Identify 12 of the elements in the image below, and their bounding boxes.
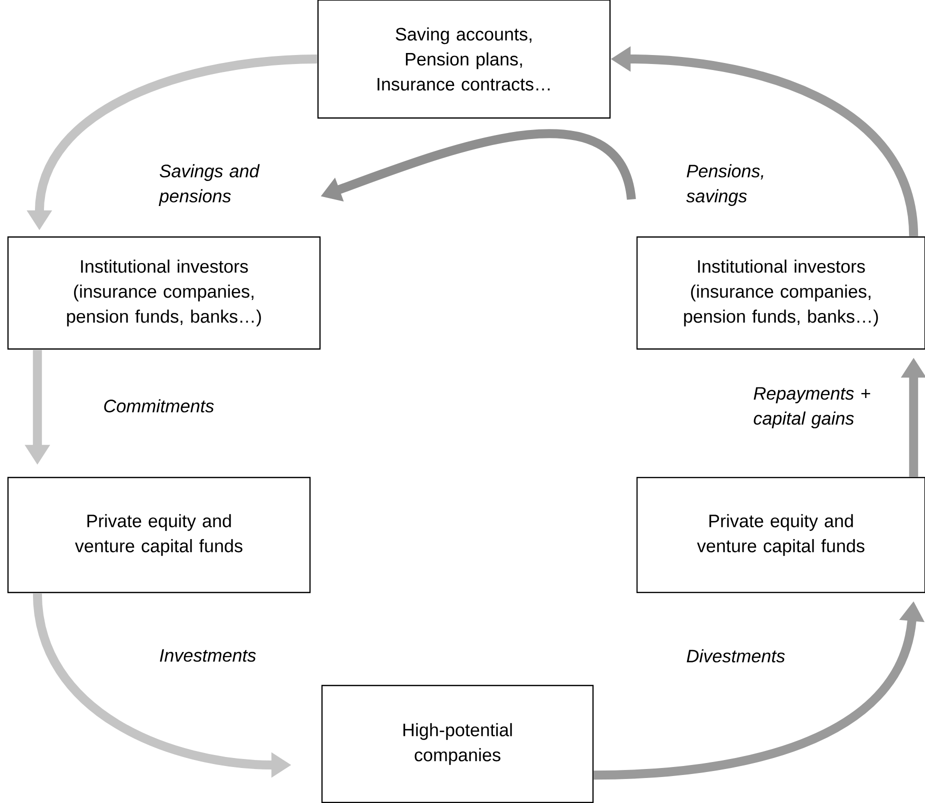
process-box: Institutional investors (insurance companies, pension funds, banks…) xyxy=(636,236,925,350)
edge-label: Repayments + capital gains xyxy=(754,387,870,428)
edge-label: Divestments xyxy=(686,649,785,662)
process-box: Saving accounts, Pension plans, Insurance contracts… xyxy=(317,0,611,119)
edge-label: Investments xyxy=(160,649,256,662)
edge-label: Pensions, savings xyxy=(686,164,764,206)
process-box: Private equity and venture capital funds xyxy=(636,476,925,594)
process-box: Institutional investors (insurance companies, pension funds, banks…) xyxy=(7,236,321,350)
edge-label: Savings and pensions xyxy=(158,164,260,206)
process-box: Private equity and venture capital funds xyxy=(7,476,311,594)
edge-label: Commitments xyxy=(104,399,214,412)
process-box: High-potential companies xyxy=(321,684,594,803)
